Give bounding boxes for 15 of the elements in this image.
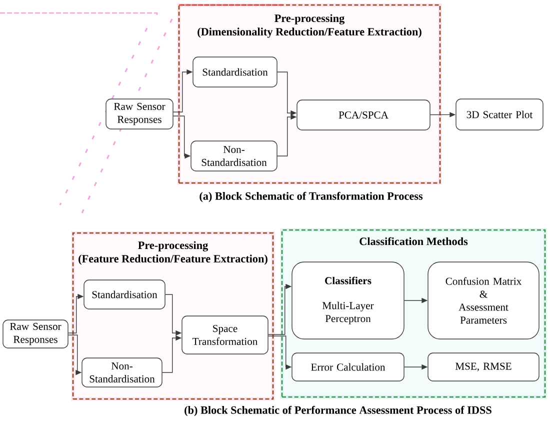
process-box: Standardisation (84, 280, 166, 310)
figure-caption: (b) Block Schematic of Performance Assessment Process of IDSS (184, 406, 492, 416)
process-box: Raw Sensor Responses (106, 98, 174, 130)
figure-caption: (a) Block Schematic of Transformation Process (200, 192, 423, 202)
process-box: Classifiers Multi-Layer Perceptron (292, 262, 404, 340)
process-box: Confusion Matrix & Assessment Parameters (428, 262, 540, 340)
process-box: PCA/SPCA (296, 100, 430, 130)
process-box: MSE, RMSE (428, 352, 540, 382)
process-box: Non-Standardisation (82, 358, 162, 388)
process-box: Error Calculation (292, 352, 404, 382)
process-box: 3D Scatter Plot (456, 98, 544, 130)
process-box: Raw Sensor Responses (2, 320, 68, 348)
process-box: Space Transformation (182, 316, 268, 354)
process-box: Standardisation (192, 56, 278, 88)
process-box: Non-Standardisation (190, 140, 278, 172)
